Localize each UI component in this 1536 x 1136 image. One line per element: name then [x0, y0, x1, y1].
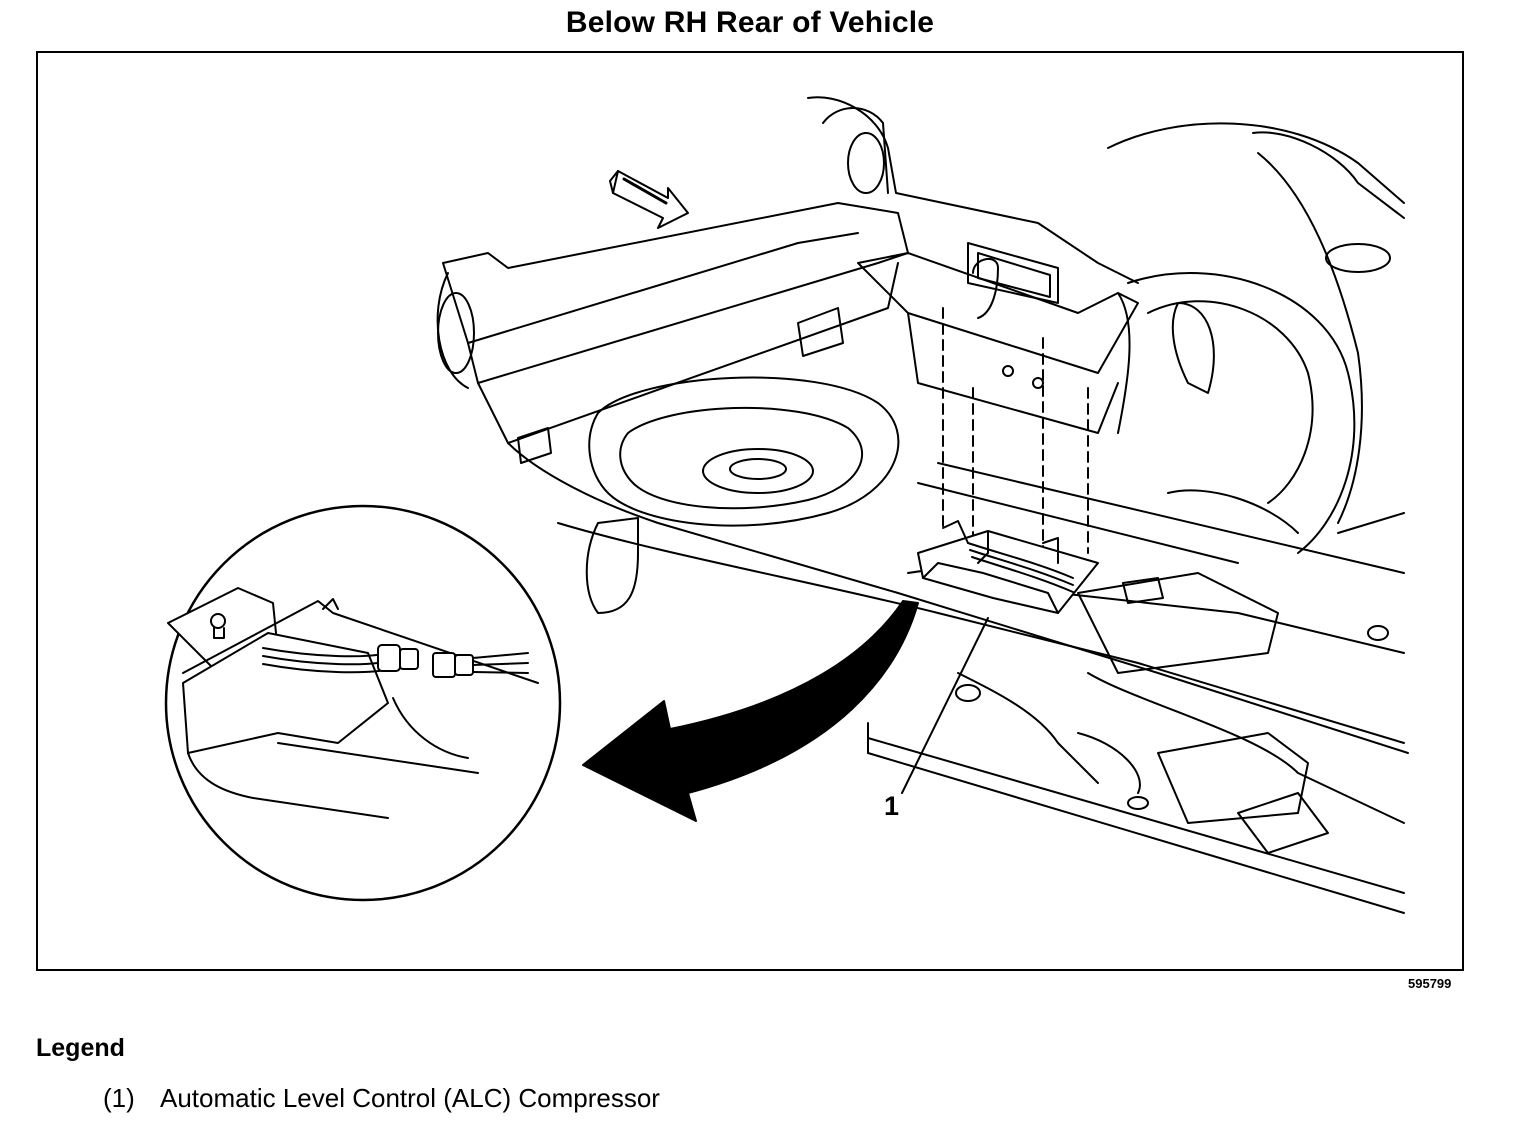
callout-1-leader	[901, 617, 989, 794]
detail-view-arrow-icon	[582, 600, 919, 822]
detail-view-circle	[164, 504, 562, 902]
body-outline	[807, 96, 1405, 554]
forward-direction-arrow-icon	[609, 170, 689, 229]
diagram-title: Below RH Rear of Vehicle	[565, 6, 935, 39]
legend-item: (1) Automatic Level Control (ALC) Compres…	[103, 1083, 660, 1114]
callout-1-label: 1	[884, 791, 899, 821]
illustration-frame: 1	[36, 51, 1464, 971]
figure-id: 595799	[1408, 976, 1452, 991]
spare-tire-well	[588, 376, 900, 527]
rear-compartment-wall	[857, 242, 1139, 434]
legend-item-text: Automatic Level Control (ALC) Compressor	[160, 1083, 660, 1113]
alc-compressor	[917, 520, 1099, 614]
legend-heading: Legend	[36, 1034, 125, 1062]
legend-item-number: (1)	[103, 1083, 135, 1113]
rear-bumper-beam	[436, 107, 909, 464]
vehicle-underbody-illustration: 1	[164, 96, 1409, 914]
